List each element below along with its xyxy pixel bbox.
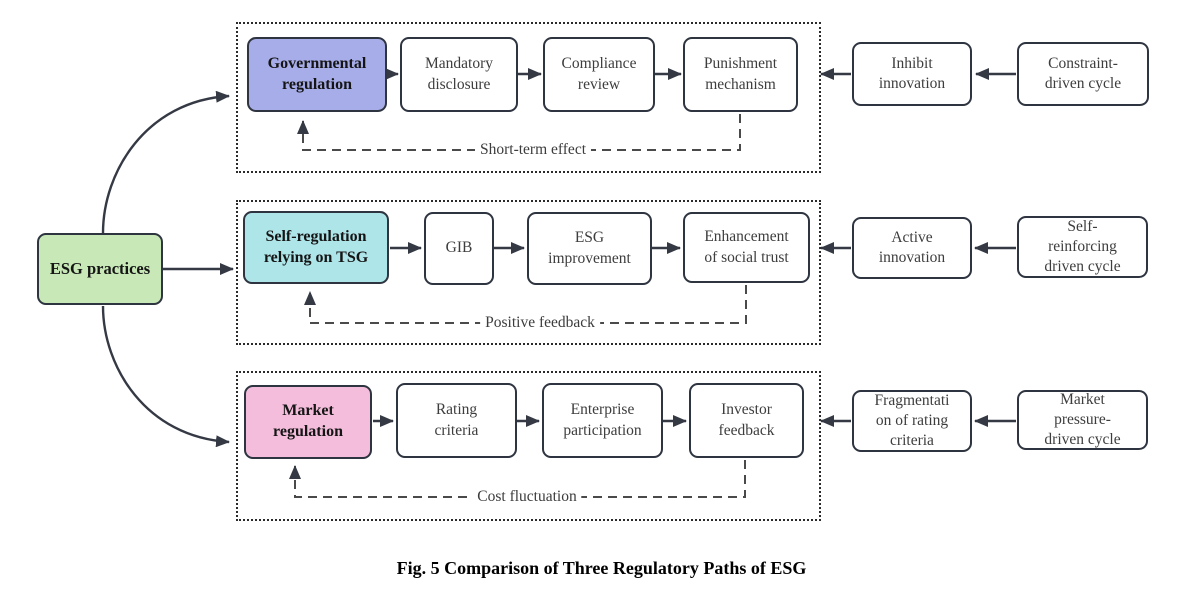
enhancement-social-trust-box: Enhancement of social trust (683, 212, 810, 283)
constraint-driven-cycle-label: Constraint- driven cycle (1044, 54, 1122, 92)
inhibit-innovation-label: Inhibit innovation (878, 54, 946, 92)
market-pressure-cycle-label: Market pressure- driven cycle (1044, 390, 1121, 449)
fragmentation-rating-criteria-box: Fragmentati on of rating criteria (852, 390, 972, 452)
row-market-container (236, 371, 821, 521)
active-innovation-label: Active innovation (878, 228, 946, 266)
compliance-review-box: Compliance review (543, 37, 655, 112)
short-term-effect-label: Short-term effect (474, 141, 592, 159)
row-selfregulation-container (236, 200, 821, 345)
inhibit-innovation-box: Inhibit innovation (852, 42, 972, 106)
self-reinforcing-cycle-label: Self- reinforcing driven cycle (1044, 217, 1121, 276)
market-pressure-cycle-box: Market pressure- driven cycle (1017, 390, 1148, 450)
figure-caption: Fig. 5 Comparison of Three Regulatory Pa… (396, 558, 807, 578)
gib-box: GIB (424, 212, 494, 285)
enhancement-social-trust-label: Enhancement of social trust (704, 228, 789, 266)
compliance-review-label: Compliance review (561, 55, 637, 93)
active-innovation-box: Active innovation (852, 217, 972, 279)
enterprise-participation-box: Enterprise participation (542, 383, 663, 458)
market-regulation-box: Market regulation (244, 385, 372, 459)
fragmentation-rating-criteria-label: Fragmentati on of rating criteria (874, 391, 950, 450)
rating-criteria-box: Rating criteria (396, 383, 517, 458)
path-esg-to-market (101, 305, 230, 448)
punishment-mechanism-label: Punishment mechanism (703, 55, 778, 93)
enterprise-participation-label: Enterprise participation (563, 401, 642, 439)
rating-criteria-label: Rating criteria (434, 401, 479, 439)
cost-fluctuation-label: Cost fluctuation (472, 488, 582, 506)
esg-improvement-box: ESG improvement (527, 212, 652, 285)
row-governmental-container (236, 22, 821, 173)
punishment-mechanism-box: Punishment mechanism (683, 37, 798, 112)
gib-label: GIB (445, 239, 473, 257)
path-esg-to-governmental (101, 90, 230, 234)
esg-practices-label: ESG practices (49, 259, 151, 279)
self-reinforcing-cycle-box: Self- reinforcing driven cycle (1017, 216, 1148, 278)
esg-practices-box: ESG practices (37, 233, 163, 305)
self-regulation-tsg-box: Self-regulation relying on TSG (243, 211, 389, 284)
investor-feedback-label: Investor feedback (718, 401, 775, 439)
self-regulation-tsg-label: Self-regulation relying on TSG (263, 227, 369, 266)
mandatory-disclosure-label: Mandatory disclosure (424, 55, 493, 93)
feedback-path-row1 (297, 114, 741, 151)
positive-feedback-label: Positive feedback (480, 314, 600, 332)
mandatory-disclosure-box: Mandatory disclosure (400, 37, 518, 112)
investor-feedback-box: Investor feedback (689, 383, 804, 458)
esg-improvement-label: ESG improvement (548, 229, 631, 267)
governmental-regulation-label: Governmental regulation (267, 54, 367, 93)
constraint-driven-cycle-box: Constraint- driven cycle (1017, 42, 1149, 106)
governmental-regulation-box: Governmental regulation (247, 37, 387, 112)
market-regulation-label: Market regulation (273, 402, 343, 440)
